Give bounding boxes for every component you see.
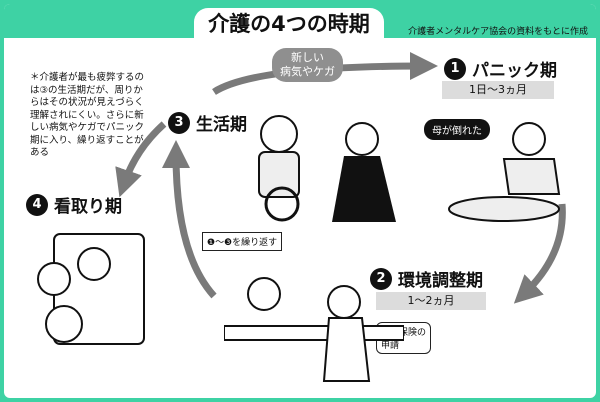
repeat-note: ❶〜❸を繰り返す xyxy=(202,232,283,251)
phase-2-number: 2 xyxy=(370,267,392,290)
phase-1-number: 1 xyxy=(444,57,466,80)
phase-1-speech: 母が倒れた xyxy=(424,119,490,140)
phase-2-title: 2 環境調整期 xyxy=(370,266,483,291)
phase-2-name: 環境調整期 xyxy=(398,271,483,291)
phase-1-period: 1日〜3ヵ月 xyxy=(442,81,554,99)
caregiver-with-wheelchair-illustration xyxy=(258,115,396,222)
phase-3-name: 生活期 xyxy=(196,115,247,135)
new-illness-label: 新しい 病気やケガ xyxy=(272,48,343,82)
phase-1-title: 1 パニック期 xyxy=(444,56,557,81)
care-application-illustration xyxy=(224,277,404,382)
source-note: 介護者メンタルケア協会の資料をもとに作成 xyxy=(408,27,588,37)
phase-4-title: 4 看取り期 xyxy=(26,192,122,217)
infographic-panel: 介護の4つの時期 介護者メンタルケア協会の資料をもとに作成 新しい 病気やケガ … xyxy=(4,4,596,398)
collapsed-mother-illustration xyxy=(448,122,561,222)
fatigue-note: ＊介護者が最も疲弊するのは③の生活期だが、周りからはその状況が見えづらく理解され… xyxy=(30,72,145,158)
page-title: 介護の4つの時期 xyxy=(194,8,384,40)
phase-2-period: 1〜2ヵ月 xyxy=(376,292,486,310)
phase-3-title: 3 生活期 xyxy=(168,110,247,135)
end-of-life-care-illustration xyxy=(37,233,145,345)
phase-4-number: 4 xyxy=(26,193,48,216)
phase-1-name: パニック期 xyxy=(472,61,557,81)
phase-3-number: 3 xyxy=(168,111,190,134)
phase-4-name: 看取り期 xyxy=(54,197,122,217)
